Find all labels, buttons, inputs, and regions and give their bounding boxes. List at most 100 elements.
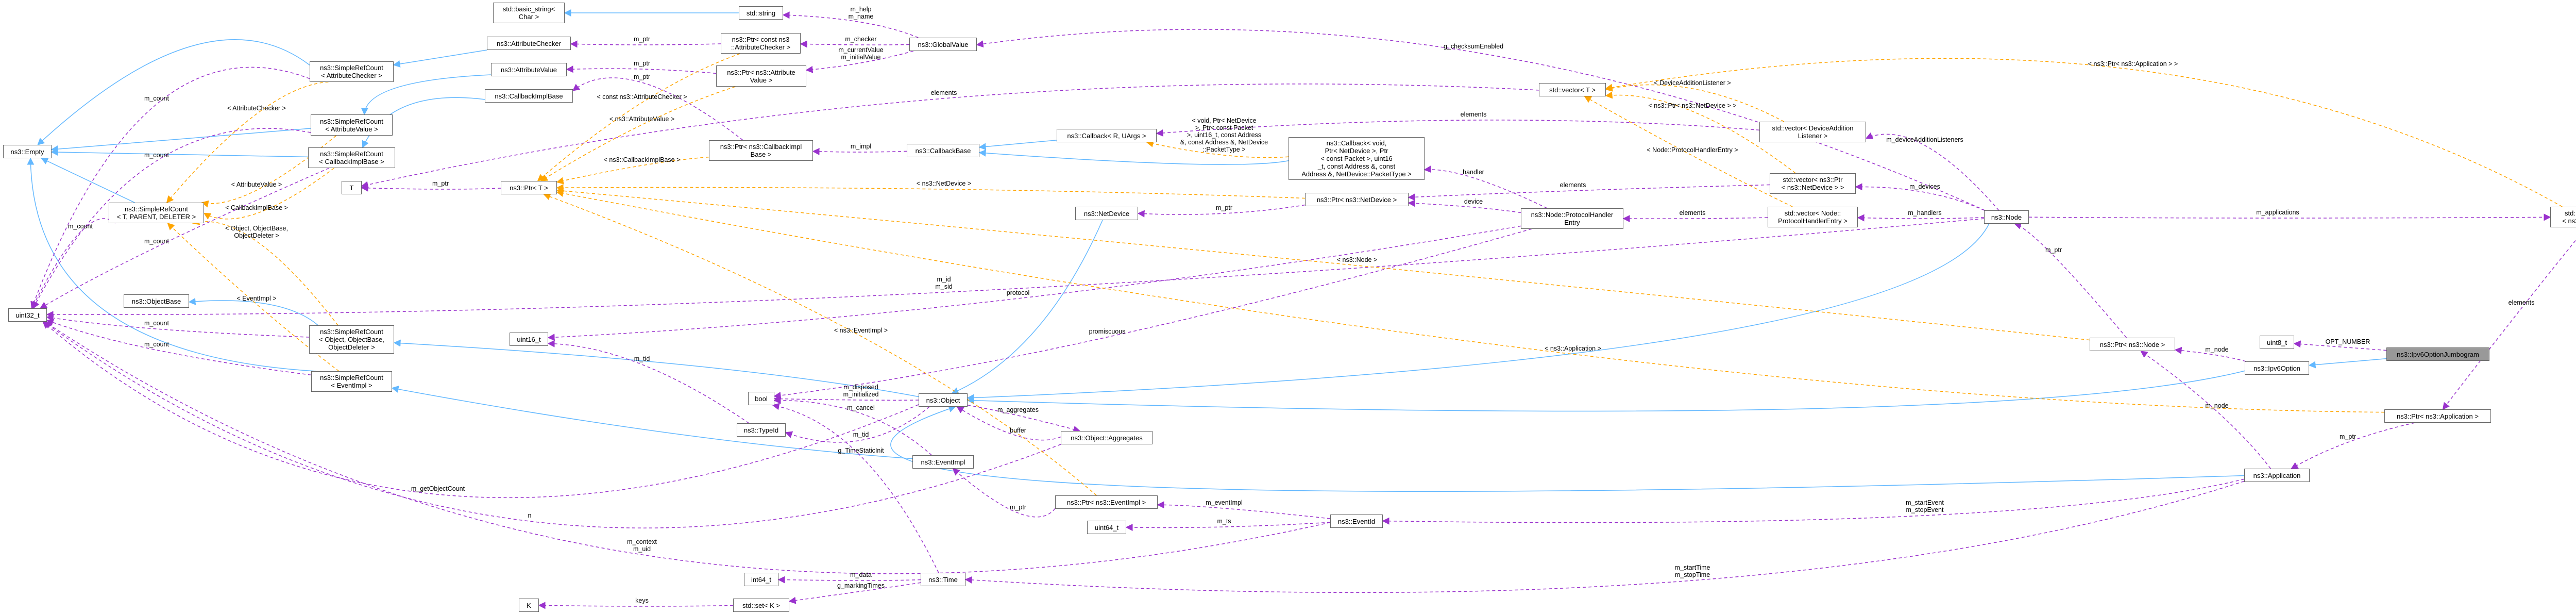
class-node[interactable]: uint8_t	[2260, 336, 2294, 349]
class-node[interactable]: ns3::NetDevice	[1075, 207, 1138, 220]
edge-label: device	[1464, 198, 1483, 205]
class-node[interactable]: ns3::Time	[921, 573, 965, 586]
class-node[interactable]: std::set< K >	[733, 599, 789, 612]
edge-label: elements	[1460, 111, 1487, 118]
edge-label: < DeviceAdditionListener >	[1654, 79, 1731, 87]
class-node[interactable]: T	[342, 181, 362, 194]
class-node[interactable]: ns3::SimpleRefCount < AttributeValue >	[311, 114, 393, 136]
class-node[interactable]: uint64_t	[1087, 521, 1126, 534]
class-node[interactable]: ns3::EventId	[1330, 515, 1383, 528]
class-node[interactable]: std::vector< ns3::Ptr < ns3::Application…	[2550, 207, 2576, 227]
class-node[interactable]: ns3::Ptr< T >	[501, 181, 557, 194]
class-node[interactable]: ns3::Node	[1984, 210, 2029, 224]
current-class-node: ns3::Ipv6OptionJumbogram	[2386, 347, 2489, 361]
template-edge	[1605, 91, 1796, 174]
class-node[interactable]: uint16_t	[510, 333, 548, 346]
edge-label: m_ptr	[1216, 204, 1232, 211]
member-edge	[1622, 215, 1768, 223]
member-edge	[967, 405, 1081, 433]
inheritance-edge	[37, 39, 310, 145]
class-node[interactable]: ns3::Callback< void, Ptr< NetDevice >, P…	[1289, 137, 1425, 180]
class-node[interactable]: ns3::EventImpl	[912, 455, 974, 469]
edge-label: < AttributeChecker >	[227, 105, 286, 112]
class-node[interactable]: ns3::SimpleRefCount < T, PARENT, DELETER…	[109, 203, 204, 223]
edge-label: < ns3::CallbackImplBase >	[603, 156, 681, 163]
edge-label: m_count	[144, 341, 169, 348]
class-node[interactable]: K	[519, 599, 539, 612]
class-node[interactable]: ns3::SimpleRefCount < CallbackImplBase >	[308, 147, 395, 168]
class-node[interactable]: ns3::Ptr< ns3::CallbackImpl Base >	[709, 140, 813, 161]
class-node[interactable]: std::string	[739, 6, 783, 20]
class-node[interactable]: ns3::GlobalValue	[909, 38, 977, 51]
edge-label: m_ptr	[432, 180, 449, 187]
class-node[interactable]: std::basic_string< Char >	[493, 3, 565, 23]
class-node[interactable]: ns3::SimpleRefCount < EventImpl >	[311, 371, 392, 392]
edge-label: m_ptr	[2340, 433, 2356, 440]
class-node[interactable]: std::vector< ns3::Ptr < ns3::NetDevice >…	[1770, 173, 1856, 194]
member-edge	[1408, 200, 1521, 213]
edge-label: m_ptr	[634, 60, 650, 67]
member-edge	[39, 168, 330, 309]
class-node[interactable]: ns3::Application	[2244, 469, 2310, 482]
template-edge	[192, 218, 338, 326]
class-node[interactable]: ns3::AttributeValue	[491, 63, 567, 76]
edge-label: m_aggregates	[997, 406, 1039, 413]
edge-label: m_devices	[1909, 183, 1940, 190]
edge-label: < CallbackImplBase >	[225, 204, 288, 211]
class-node[interactable]: ns3::CallbackBase	[907, 144, 979, 157]
template-edge	[1605, 84, 1785, 122]
class-node[interactable]: ns3::Ptr< ns3::NetDevice >	[1305, 193, 1409, 206]
edge-label: m_count	[144, 320, 169, 327]
member-edge	[570, 40, 721, 48]
class-node[interactable]: bool	[748, 392, 774, 405]
edge-label: < Node::ProtocolHandlerEntry >	[1647, 146, 1738, 154]
class-node[interactable]: ns3::Ptr< const ns3 ::AttributeChecker >	[721, 33, 801, 54]
member-edge	[44, 321, 1331, 574]
class-node[interactable]: ns3::Ptr< ns3::EventImpl >	[1055, 495, 1158, 509]
template-edge	[556, 190, 2385, 413]
class-node[interactable]: ns3::Ipv6Option	[2245, 361, 2309, 375]
class-node[interactable]: int64_t	[744, 573, 778, 586]
class-node[interactable]: ns3::Ptr< ns3::Attribute Value >	[716, 65, 806, 87]
edge-label: keys	[635, 597, 649, 604]
class-node[interactable]: ns3::Empty	[3, 145, 52, 158]
edge-label: g_markingTimes	[837, 582, 885, 589]
edge-label: promiscuous	[1089, 328, 1126, 335]
member-edge	[952, 468, 1056, 518]
member-edge	[1137, 204, 1306, 218]
template-edge	[537, 53, 740, 181]
class-node[interactable]: ns3::ObjectBase	[124, 294, 189, 308]
class-node[interactable]: ns3::Callback< R, UArgs >	[1057, 129, 1157, 142]
member-edge	[566, 65, 717, 74]
edge-label: elements	[1679, 209, 1706, 217]
member-edge	[31, 218, 116, 309]
class-node[interactable]: ns3::SimpleRefCount < AttributeChecker >	[310, 61, 394, 82]
class-node[interactable]: ns3::Ptr< ns3::Application >	[2384, 409, 2491, 423]
template-edge	[556, 184, 1306, 199]
member-edge	[43, 321, 1061, 528]
template-edge	[201, 135, 337, 208]
member-edge	[785, 406, 930, 443]
class-node[interactable]: std::vector< T >	[1539, 83, 1606, 96]
inheritance-edge	[2308, 358, 2387, 369]
class-node[interactable]: ns3::SimpleRefCount < Object, ObjectBase…	[309, 325, 394, 354]
class-node[interactable]: ns3::Object::Aggregates	[1061, 431, 1153, 444]
inheritance-edge	[393, 339, 919, 397]
class-node[interactable]: ns3::AttributeChecker	[487, 37, 571, 50]
class-node[interactable]: uint32_t	[8, 308, 47, 322]
edge-label: < const ns3::AttributeChecker >	[597, 93, 687, 101]
class-node[interactable]: ns3::TypeId	[737, 423, 786, 437]
inheritance-edge	[967, 223, 1990, 402]
class-node[interactable]: ns3::Ptr< ns3::Node >	[2090, 338, 2175, 351]
class-node[interactable]: std::vector< DeviceAddition Listener >	[1759, 122, 1866, 142]
edge-label: m_startTime m_stopTime	[1674, 564, 1710, 578]
class-node[interactable]: ns3::CallbackImplBase	[485, 89, 573, 103]
class-node[interactable]: std::vector< Node:: ProtocolHandlerEntry…	[1768, 207, 1858, 227]
member-edge	[32, 128, 311, 309]
class-node[interactable]: ns3::Node::ProtocolHandler Entry	[1521, 208, 1623, 229]
inheritance-edge	[188, 297, 318, 326]
class-node[interactable]: ns3::Object	[919, 393, 968, 407]
template-edge	[1146, 140, 1289, 158]
member-edge	[773, 395, 919, 403]
edge-label: m_cancel	[847, 404, 875, 411]
